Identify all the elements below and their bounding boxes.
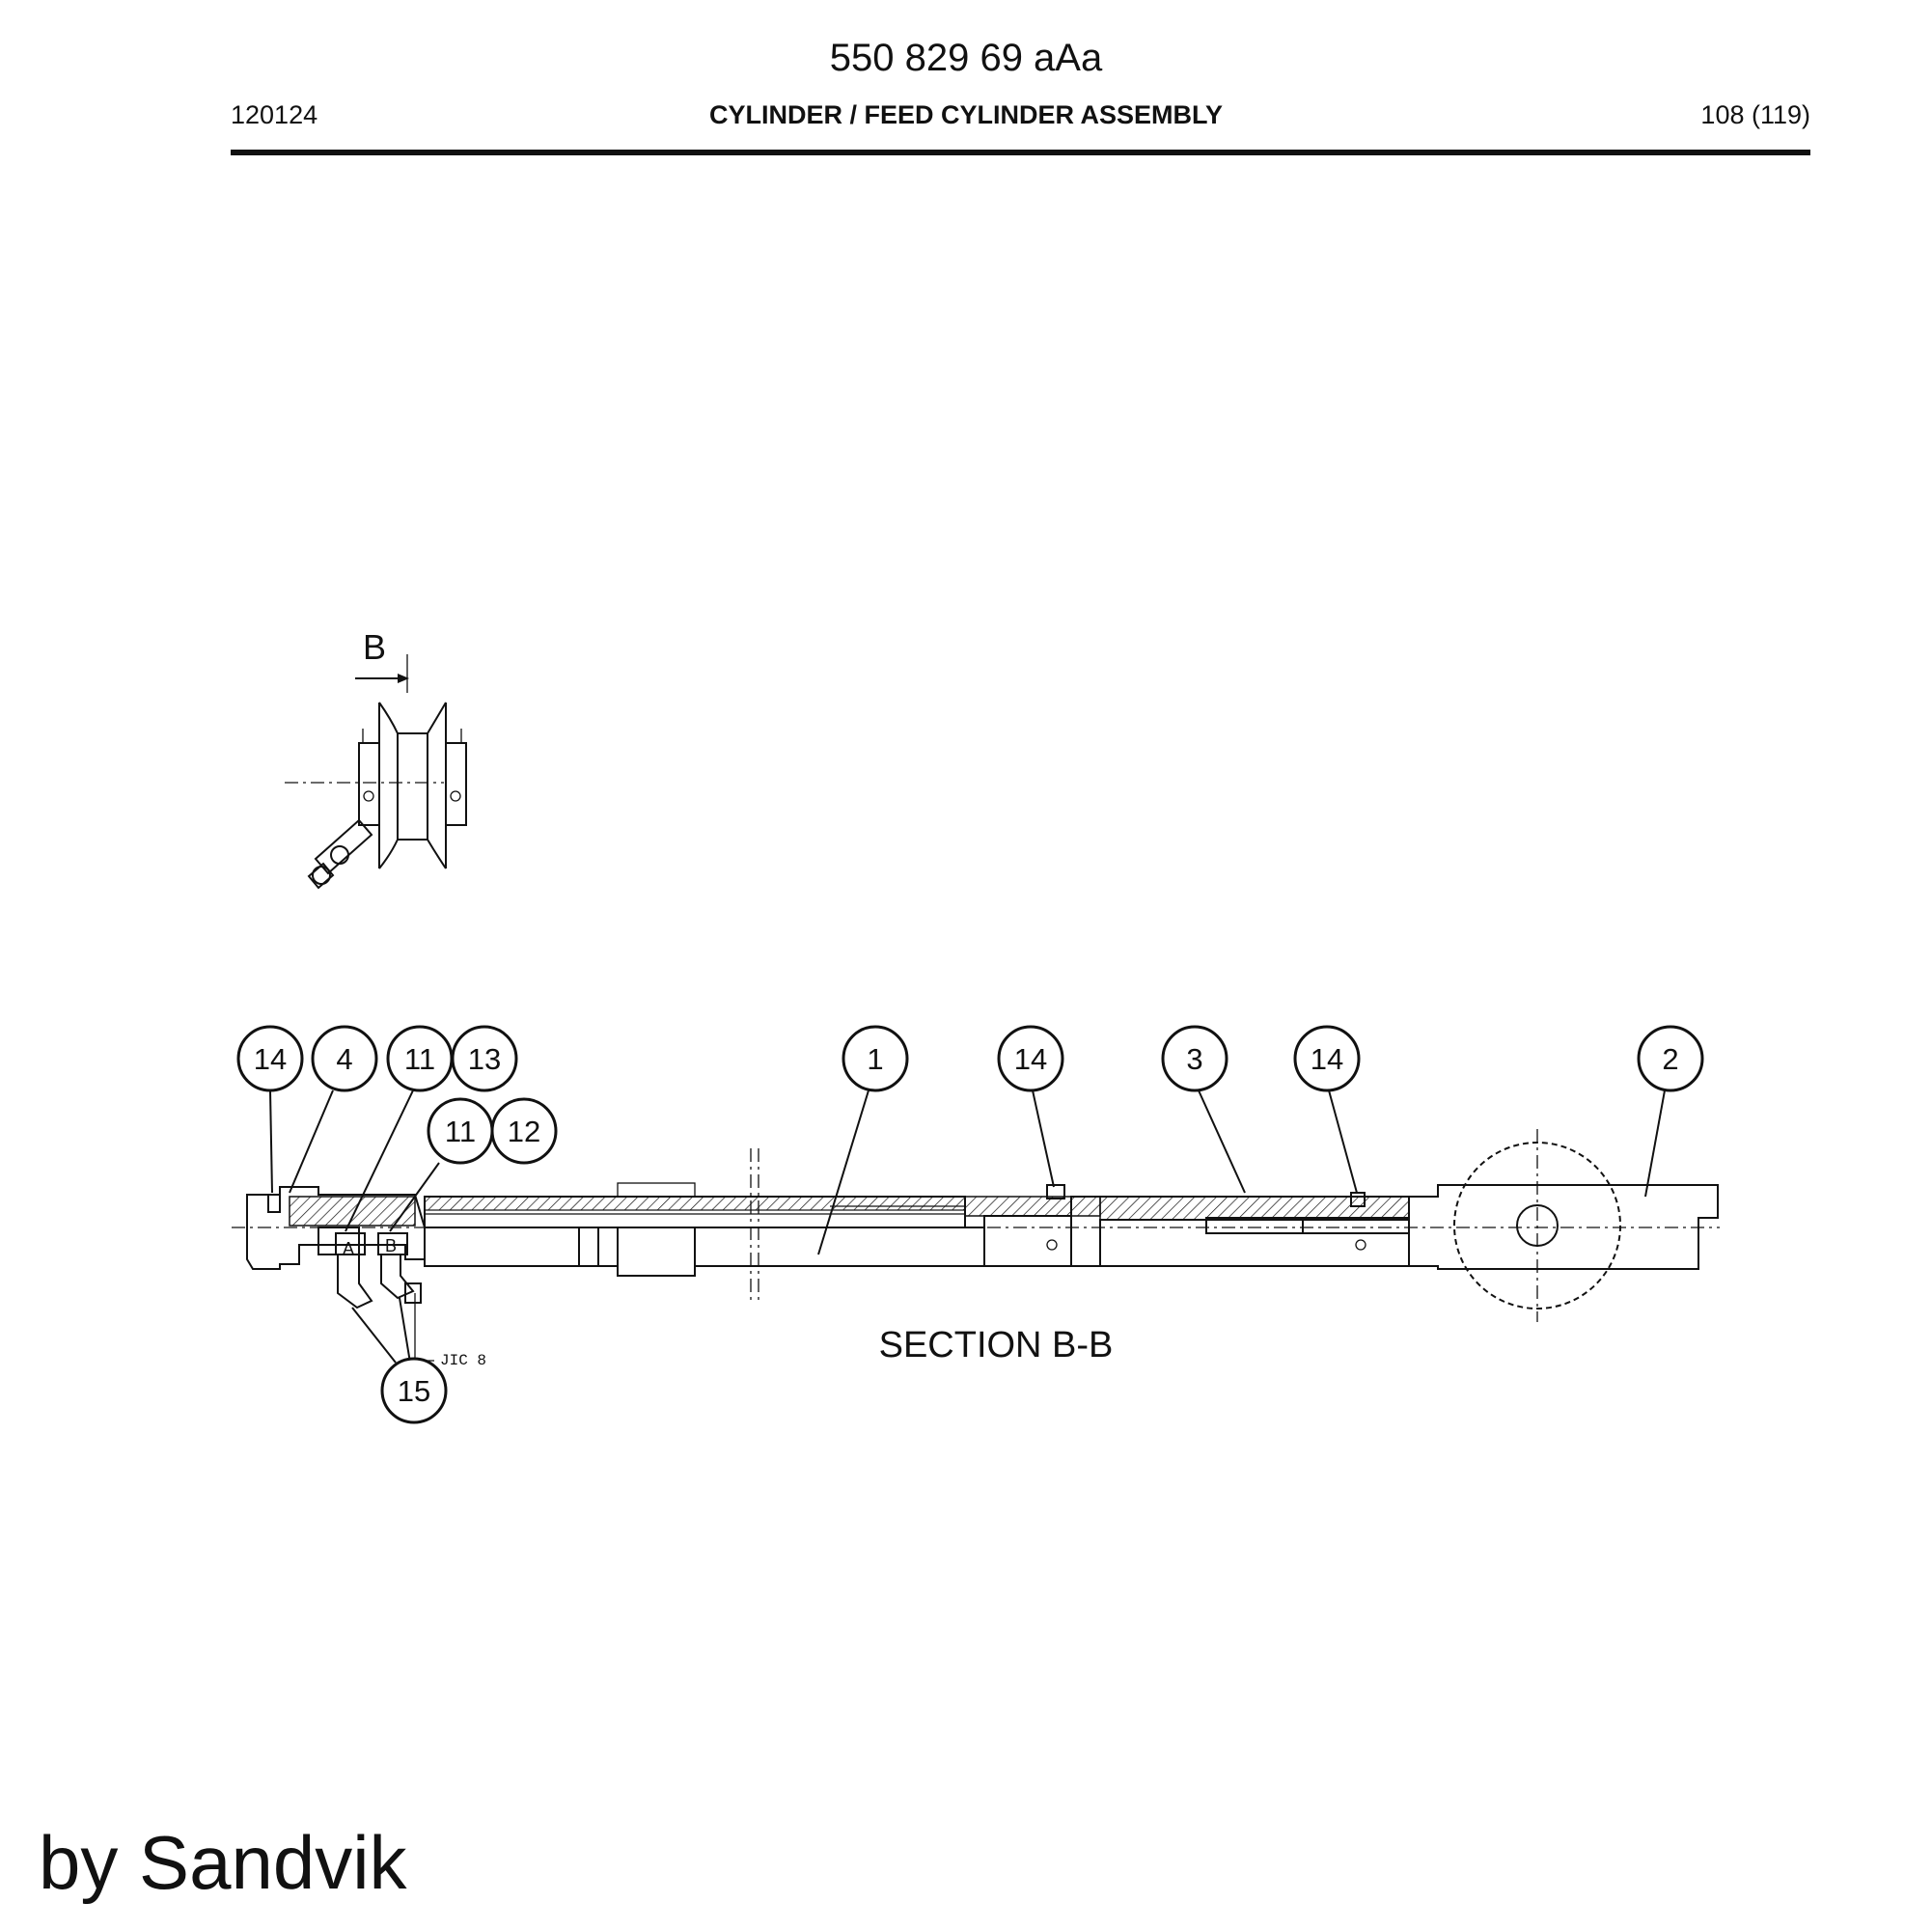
callout-15: 15 [380, 1357, 448, 1424]
port-b-label: B [385, 1236, 397, 1255]
svg-text:3: 3 [1186, 1042, 1202, 1076]
svg-text:4: 4 [336, 1042, 352, 1076]
svg-text:13: 13 [468, 1042, 501, 1076]
credit-text: by Sandvik [39, 1820, 407, 1905]
svg-text:15: 15 [398, 1374, 430, 1408]
header-rule [231, 150, 1810, 155]
callout-11-b: 11 [427, 1097, 494, 1165]
callout-14-c: 14 [1293, 1025, 1361, 1092]
section-bb-assembly: A B JIC 8 [232, 1129, 1720, 1369]
svg-text:1: 1 [867, 1042, 883, 1076]
callout-12: 12 [490, 1097, 558, 1165]
callout-13: 13 [451, 1025, 518, 1092]
document-date: 120124 [231, 100, 318, 129]
detail-view-b: B [285, 627, 467, 890]
svg-text:2: 2 [1662, 1042, 1678, 1076]
callout-14-b: 14 [997, 1025, 1064, 1092]
callout-11-a: 11 [386, 1025, 454, 1092]
view-label-b: B [363, 627, 386, 667]
document-title: CYLINDER / FEED CYLINDER ASSEMBLY [708, 100, 1224, 129]
svg-text:14: 14 [1311, 1042, 1343, 1076]
svg-text:11: 11 [404, 1042, 435, 1076]
callout-4: 4 [311, 1025, 378, 1092]
svg-text:11: 11 [445, 1115, 476, 1148]
callout-1: 1 [842, 1025, 909, 1092]
callout-balloons: 14 4 11 13 11 12 1 14 [236, 1025, 1704, 1424]
svg-text:14: 14 [254, 1042, 287, 1076]
fitting-label: JIC 8 [440, 1352, 486, 1369]
callout-14-a: 14 [236, 1025, 304, 1092]
document-number: 550 829 69 aAa [829, 37, 1103, 79]
callout-2: 2 [1637, 1025, 1704, 1092]
section-label: SECTION B-B [879, 1325, 1114, 1365]
port-a-label: A [343, 1239, 354, 1258]
svg-text:14: 14 [1014, 1042, 1047, 1076]
page-number: 108 (119) [1700, 100, 1810, 129]
callout-3: 3 [1161, 1025, 1228, 1092]
svg-text:12: 12 [508, 1115, 540, 1148]
leader-lines [269, 1089, 1666, 1364]
